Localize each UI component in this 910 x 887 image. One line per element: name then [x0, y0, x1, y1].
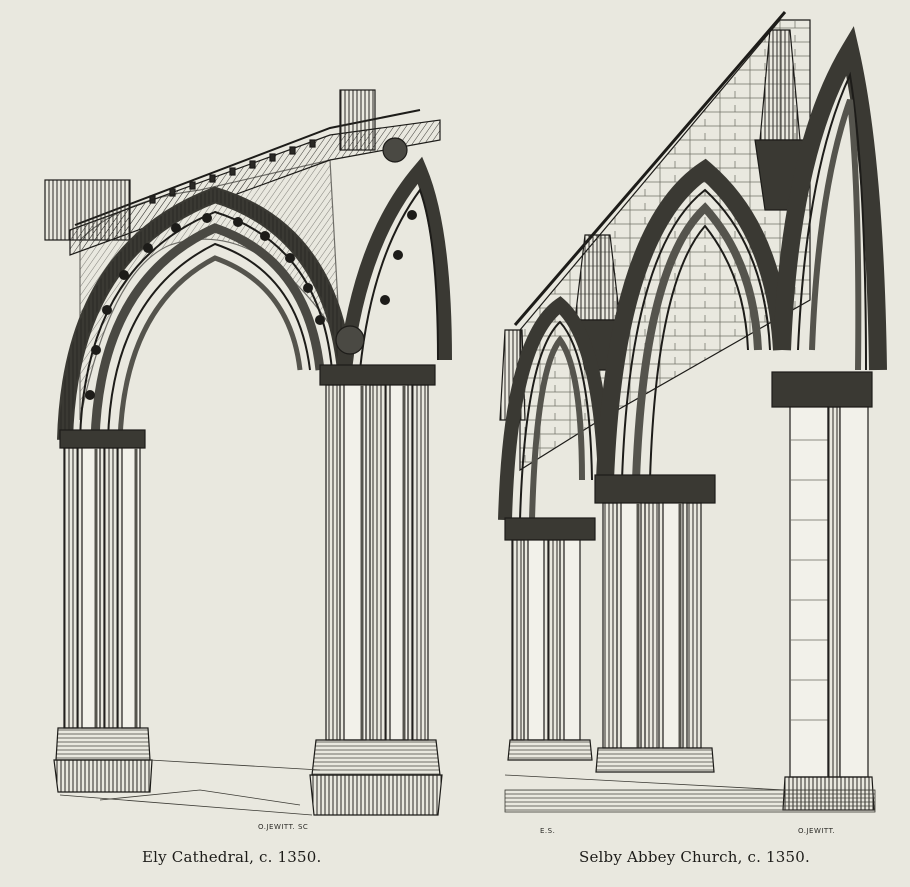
selby-central-pier [594, 474, 716, 773]
ely-side-arch [338, 156, 452, 371]
ely-engraver-signature: O.JEWITT. SC [258, 823, 309, 831]
selby-far-arch [498, 296, 612, 521]
ely-cathedral-illustration [44, 89, 452, 816]
ely-left-pier [53, 429, 153, 793]
selby-far-pier [504, 517, 596, 761]
ely-right-pier [309, 364, 443, 816]
selby-artist-signature: E.S. [540, 827, 556, 835]
ely-floor [59, 759, 321, 816]
selby-caption: Selby Abbey Church, c. 1350. [579, 848, 810, 866]
ely-caption: Ely Cathedral, c. 1350. [142, 848, 322, 866]
selby-near-pier [771, 371, 875, 811]
ely-carved-boss [335, 137, 408, 355]
selby-engraver-signature: O.JEWITT. [798, 827, 836, 835]
ely-parapet [69, 109, 441, 256]
ely-main-arch [57, 186, 353, 441]
selby-near-arch [773, 26, 887, 371]
selby-central-arch [596, 158, 791, 481]
selby-floor [504, 774, 876, 813]
selby-abbey-illustration [498, 11, 887, 813]
